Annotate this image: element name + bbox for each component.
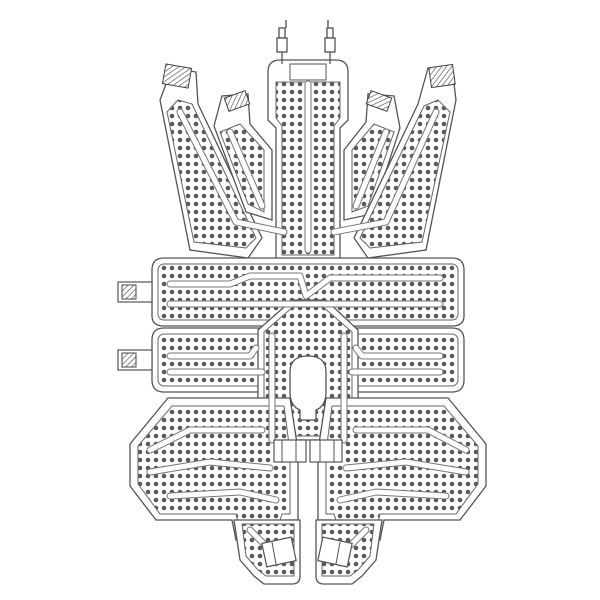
hose-connector-icon bbox=[317, 536, 353, 568]
hatched-tab-icon bbox=[117, 281, 153, 303]
waist-tab-left bbox=[273, 439, 307, 463]
hose-connector-icon bbox=[276, 20, 288, 64]
hose-connector-icon bbox=[324, 20, 336, 64]
waist-tab-right bbox=[309, 439, 343, 463]
hatched-tab-icon bbox=[117, 349, 153, 371]
hose-connector-icon bbox=[261, 536, 297, 568]
